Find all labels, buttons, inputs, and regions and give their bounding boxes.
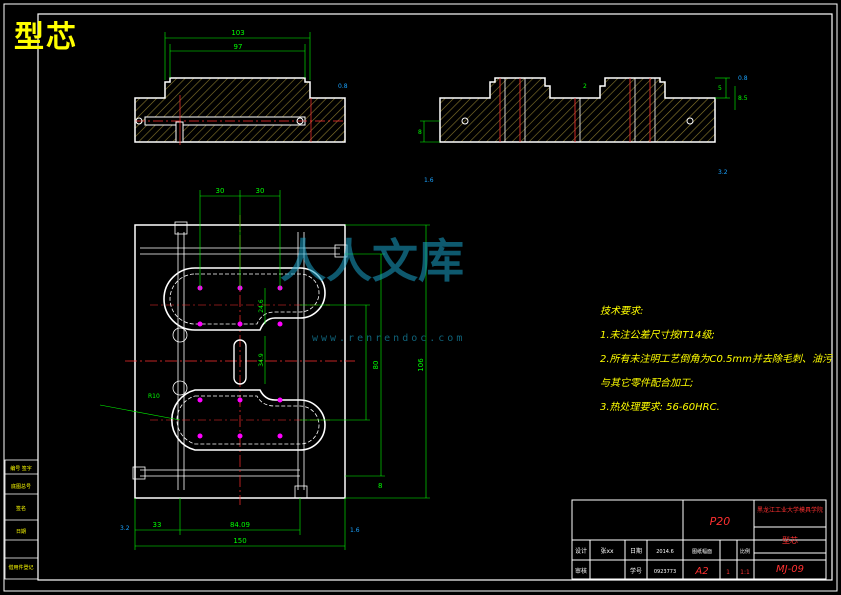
roughness-side: 0.8 xyxy=(338,83,348,90)
tb-r1c5: 图纸幅面 xyxy=(692,548,712,555)
tb-part: 型芯 xyxy=(782,535,798,545)
drawing-title: 型芯 xyxy=(14,20,78,55)
notes-line-2: 2.所有未注明工艺倒角为C0.5mm并去除毛刺、油污 xyxy=(600,354,832,365)
dim-103: 103 xyxy=(231,29,244,37)
tb-r2c4: 0923773 xyxy=(654,569,676,575)
plan-view xyxy=(99,190,430,550)
strip-cell-4: 日期 xyxy=(16,529,26,535)
tb-r2c3: 学号 xyxy=(630,567,642,575)
dim-plan-24-6: 24.6 xyxy=(258,299,265,313)
tb-r1c1: 设计 xyxy=(575,547,587,555)
tb-r1c4: 2014.6 xyxy=(656,549,674,555)
tb-drawing-no: MJ-09 xyxy=(776,564,804,575)
notes-line-1: 1.未注公差尺寸按IT14级; xyxy=(600,330,715,341)
dim-side-85: 8.5 xyxy=(738,95,748,102)
dim-plan-80: 80 xyxy=(372,361,380,370)
dim-plan-30b: 30 xyxy=(256,187,265,195)
notes-line-3: 与其它零件配合加工; xyxy=(600,378,694,389)
tb-sheet-size: A2 xyxy=(694,566,708,577)
side-section-view xyxy=(420,77,736,143)
dim-plan-30a: 30 xyxy=(216,187,225,195)
dim-side-5: 5 xyxy=(718,85,722,92)
dim-plan-106: 106 xyxy=(417,358,425,372)
dim-bottom-150: 150 xyxy=(233,537,246,545)
tb-r1c3: 日期 xyxy=(630,547,642,555)
dim-97: 97 xyxy=(234,43,243,51)
dim-bottom-33: 33 xyxy=(153,521,162,529)
dim-plan-8: 8 xyxy=(378,482,382,490)
strip-cell-1: 编号 签字 xyxy=(10,465,32,472)
dim-plan-34-9: 34.9 xyxy=(258,353,265,367)
strip-cell-2: 底图总号 xyxy=(11,483,31,490)
inner-frame xyxy=(37,13,833,581)
tb-sheets: 1:1 xyxy=(740,569,750,576)
technical-notes: 技术要求: 1.未注公差尺寸按IT14级; 2.所有未注明工艺倒角为C0.5mm… xyxy=(600,300,832,420)
notes-heading: 技术要求: xyxy=(600,306,644,317)
notes-line-4: 3.热处理要求: 56-60HRC. xyxy=(600,402,720,413)
tb-material: P20 xyxy=(710,515,731,528)
dim-bottom-84: 84.09 xyxy=(230,521,250,529)
tb-r1c2: 张xx xyxy=(600,547,614,555)
roughness-mid: 1.6 xyxy=(424,177,434,184)
tb-school: 黑龙江工业大学模具学院 xyxy=(757,506,823,514)
roughness-bottom-left: 3.2 xyxy=(120,525,130,532)
dim-r-label: R10 xyxy=(148,393,160,400)
strip-cell-3: 签名 xyxy=(16,505,26,512)
roughness-bottom-right: 1.6 xyxy=(350,527,360,534)
title-block xyxy=(571,499,827,580)
watermark-logo: 人人文库 xyxy=(280,234,464,288)
tb-r1c6: 比例 xyxy=(740,548,750,555)
dim-side-8: 8 xyxy=(418,129,422,136)
watermark-url: www.renrendoc.com xyxy=(312,333,466,344)
left-strip-table xyxy=(4,459,39,580)
dim-side-2: 2 xyxy=(583,83,587,90)
front-section-view xyxy=(134,32,346,145)
strip-cell-5: 借用件登记 xyxy=(8,564,33,571)
outer-frame xyxy=(3,3,838,592)
tb-scale: 1 xyxy=(726,569,730,576)
roughness-side-right: 0.8 xyxy=(738,75,748,82)
tb-r2c1: 审核 xyxy=(575,567,587,575)
roughness-right: 3.2 xyxy=(718,169,728,176)
